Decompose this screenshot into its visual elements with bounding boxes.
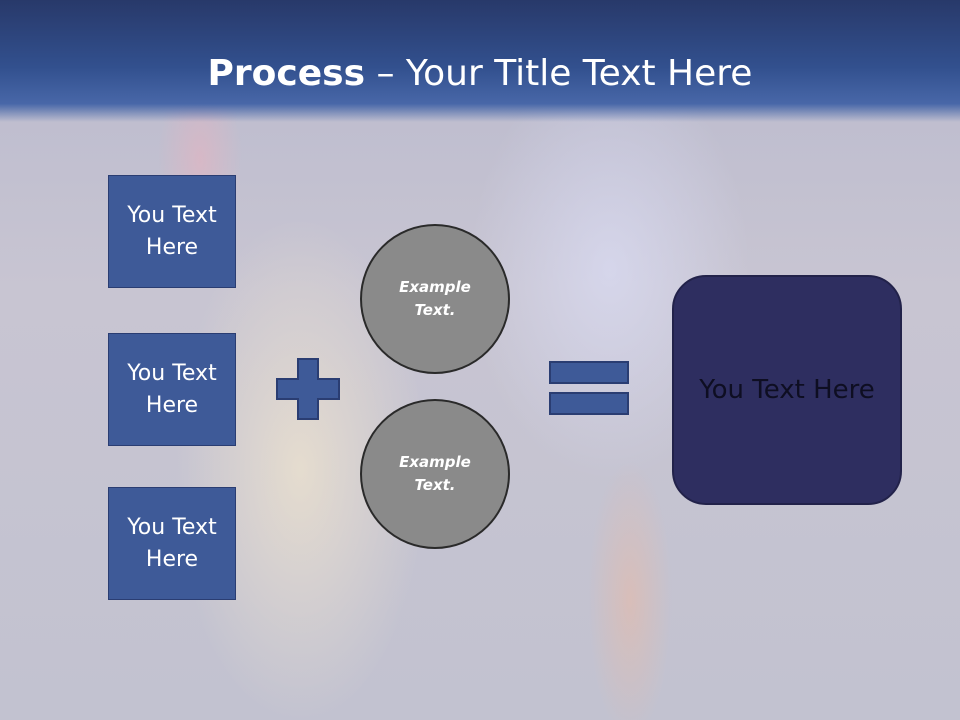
plus-icon xyxy=(276,358,340,420)
slide-title: Process – Your Title Text Here xyxy=(0,52,960,96)
title-rest: – Your Title Text Here xyxy=(365,53,753,94)
input-box-label: You Text Here xyxy=(127,514,217,572)
circle-label: Example Text. xyxy=(399,278,471,319)
circle-label: Example Text. xyxy=(399,453,471,494)
equals-icon xyxy=(549,361,629,415)
title-bold: Process xyxy=(207,53,366,94)
input-box-1: You Text Here xyxy=(108,175,236,288)
input-box-2: You Text Here xyxy=(108,333,236,446)
example-circle-1: Example Text. xyxy=(360,224,510,374)
example-circle-2: Example Text. xyxy=(360,399,510,549)
input-box-label: You Text Here xyxy=(127,202,217,260)
input-box-3: You Text Here xyxy=(108,487,236,600)
input-box-label: You Text Here xyxy=(127,360,217,418)
title-bar xyxy=(0,0,960,122)
result-box: You Text Here xyxy=(672,275,902,505)
result-label: You Text Here xyxy=(699,375,875,405)
